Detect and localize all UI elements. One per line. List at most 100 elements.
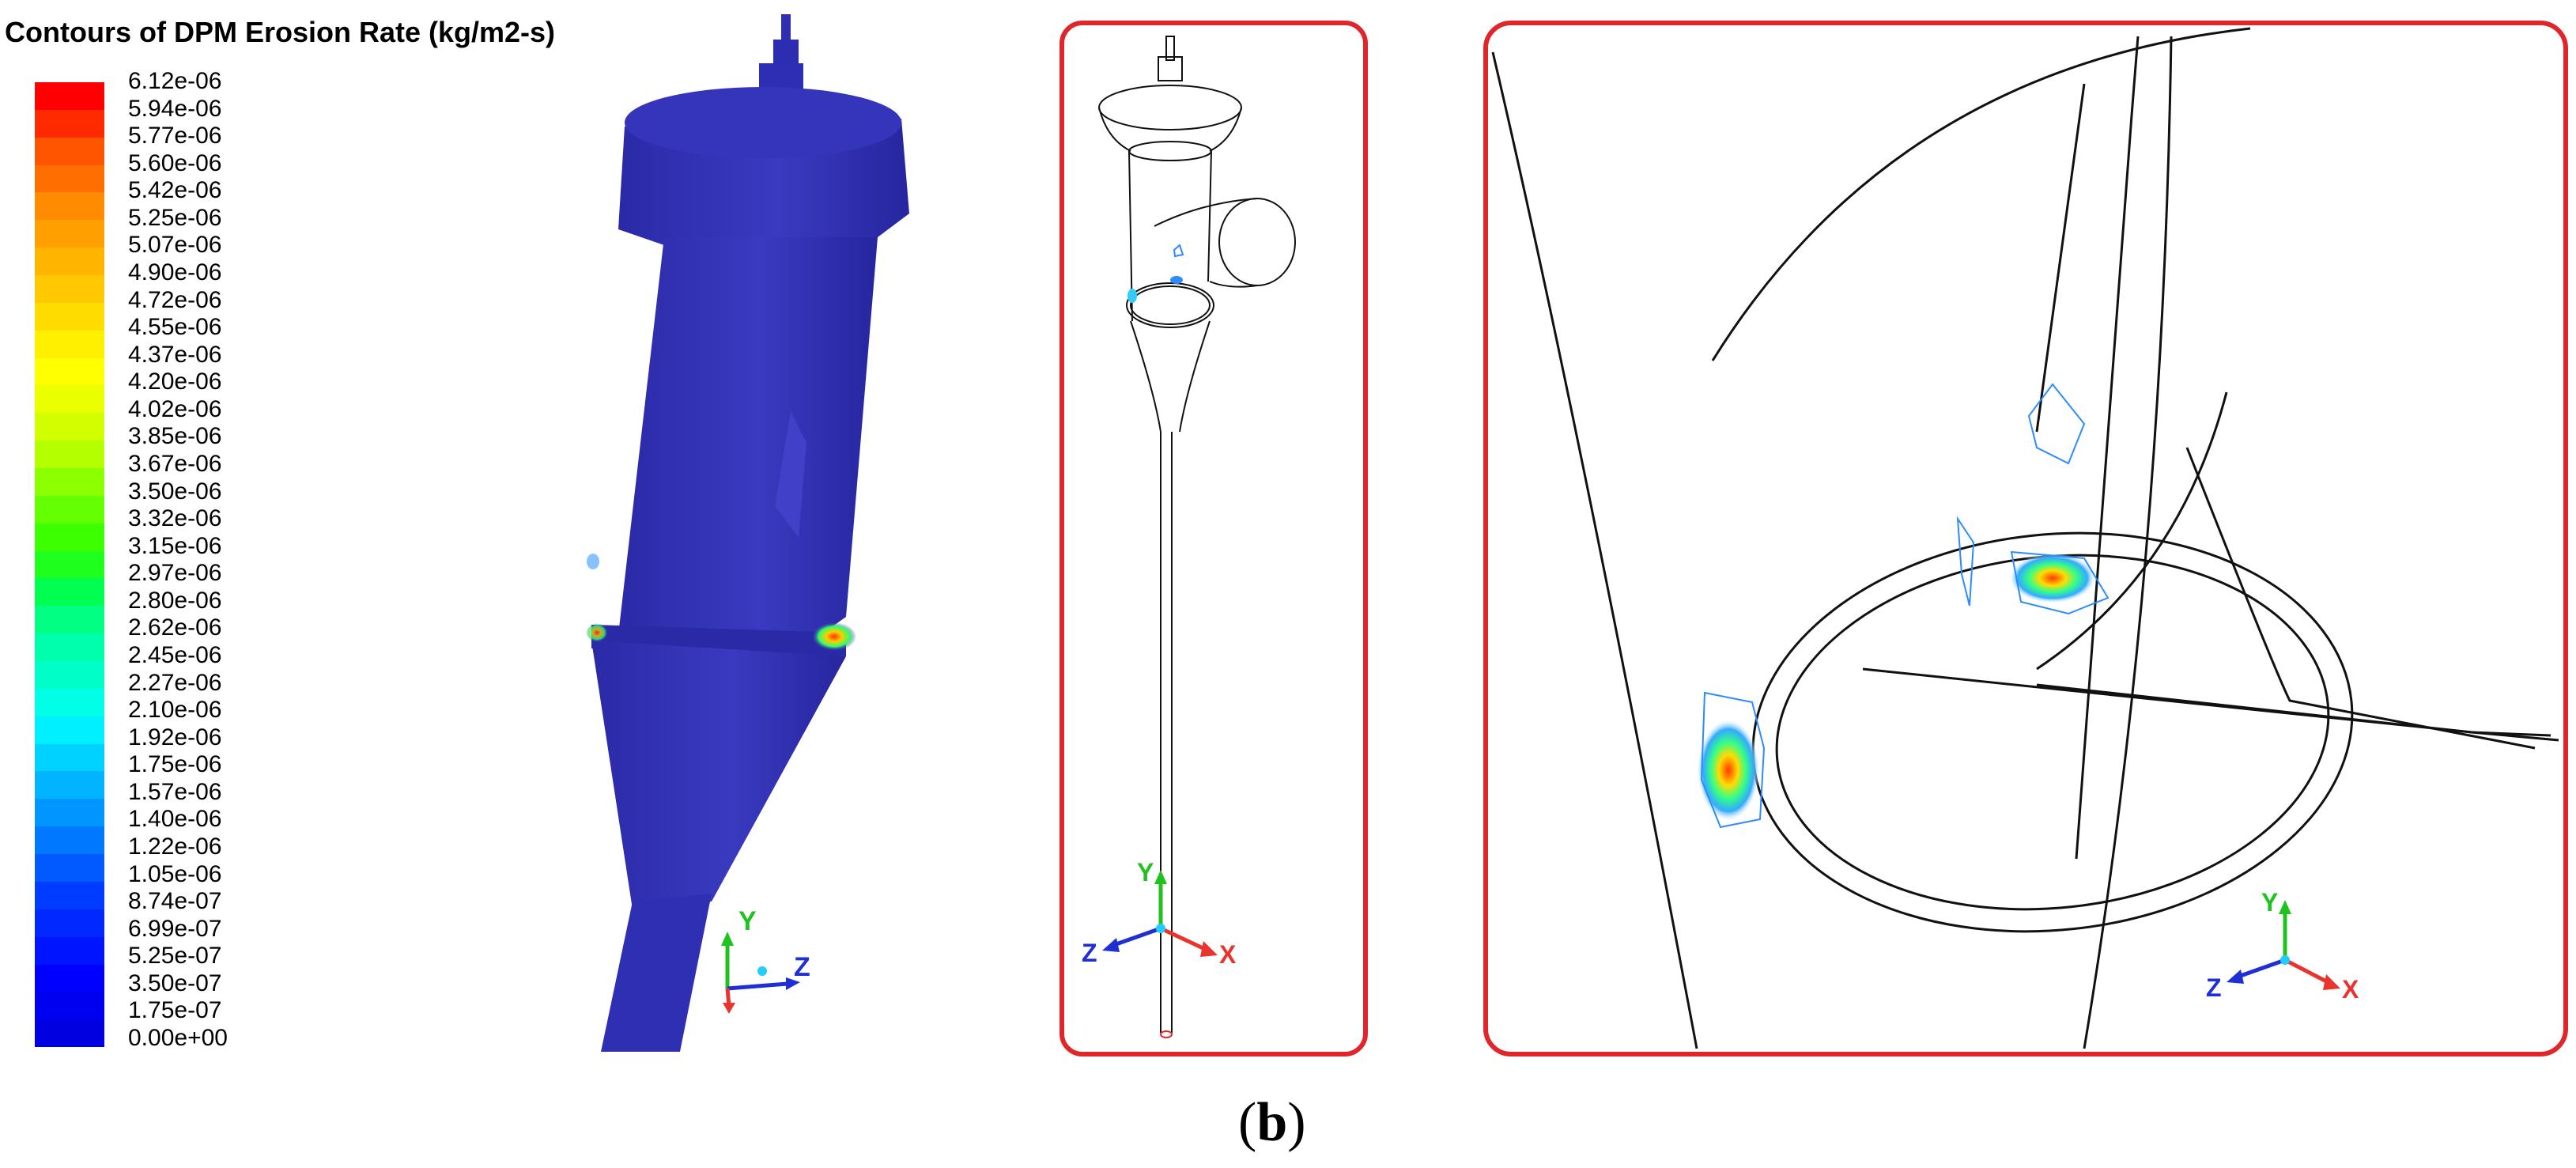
color-scale-label: 2.10e-06 [128,697,222,724]
erosion-marks [1127,244,1184,303]
color-scale-label: 3.67e-06 [128,451,222,477]
color-swatch [35,330,104,358]
color-swatch [35,137,104,165]
color-swatch [35,109,104,138]
color-scale-label: 3.50e-07 [128,970,222,996]
color-swatch [35,357,104,386]
caption-letter: b [1256,1092,1288,1153]
color-scale-label: 3.85e-06 [128,423,222,450]
legend-title: Contours of DPM Erosion Rate (kg/m2-s) [5,16,556,48]
color-swatch [35,220,104,248]
caption-close: ) [1287,1092,1306,1153]
color-scale-label: 5.25e-07 [128,943,222,970]
color-scale-label: 3.50e-06 [128,478,222,505]
color-scale-label: 5.25e-06 [128,204,222,231]
erosion-hotspot [586,623,608,642]
color-swatch [35,964,104,992]
color-swatch [35,743,104,772]
axis-x-label: X [1219,940,1237,969]
erosion-contour-small [1956,383,2086,607]
color-swatch [35,909,104,937]
axis-triad: Y Z [721,906,810,1014]
color-scale-label: 4.02e-06 [128,395,222,422]
color-swatch [35,633,104,662]
color-swatch [35,992,104,1020]
cone-section [591,641,846,909]
color-scale-label: 4.20e-06 [128,369,222,395]
color-swatch [35,826,104,855]
caption-open: ( [1238,1092,1257,1153]
color-swatch [35,799,104,827]
color-scale-label: 3.32e-06 [128,505,222,532]
nozzle-tip [781,14,791,46]
color-swatch [35,468,104,496]
color-scale-label: 5.94e-06 [128,95,222,122]
axis-y-label: Y [2261,888,2278,917]
color-swatch [35,523,104,551]
axis-y-label: Y [738,906,757,936]
color-scale-label: 1.40e-06 [128,806,222,833]
color-scale-label: 5.77e-06 [128,123,222,149]
color-swatch [35,192,104,221]
erosion-hotspot-upper [2009,550,2110,615]
color-scale-label: 6.12e-06 [128,68,222,94]
axis-z-label: Z [1082,939,1097,967]
wireframe-zoom-panel: Y Z X [1483,21,2568,1056]
color-swatch [35,550,104,579]
red-frame [1483,21,2568,1056]
color-swatch [35,248,104,276]
color-swatch [35,1019,104,1048]
erosion-hotspot [812,622,856,651]
color-scale-label: 4.72e-06 [128,286,222,313]
color-scale-label: 2.27e-06 [128,669,222,696]
color-swatch [35,688,104,716]
color-swatch [35,606,104,634]
color-swatch [35,385,104,414]
color-scale-label: 1.92e-06 [128,724,222,750]
color-swatch [35,275,104,303]
axis-x-label: X [2342,975,2359,1004]
color-scale-label: 3.15e-06 [128,532,222,559]
color-scale-label: 2.80e-06 [128,587,222,614]
wireframe-overview-panel: Y Z X [1059,21,1368,1056]
erosion-hotspot-lower [1697,691,1766,829]
color-scale-label: 6.99e-07 [128,915,222,942]
color-scale-label: 2.97e-06 [128,560,222,587]
cylinder-body [617,237,878,656]
color-swatch [35,413,104,441]
axis-triad: Y Z X [2206,888,2359,1004]
color-scale-label: 4.37e-06 [128,341,222,368]
color-swatch [35,82,104,110]
figure-caption: (b) [1238,1091,1306,1155]
color-scale-label: 5.42e-06 [128,177,222,204]
color-scale-label: 1.22e-06 [128,833,222,860]
axis-z-label: Z [2206,973,2222,1002]
color-swatch [35,881,104,909]
color-scale-bar [35,82,104,1048]
color-scale-label: 1.75e-06 [128,751,222,778]
red-frame [1059,21,1368,1056]
underflow-pipe [601,894,712,1052]
color-scale-label: 4.55e-06 [128,314,222,341]
color-scale-label: 8.74e-07 [128,888,222,915]
color-scale-label: 5.07e-06 [128,232,222,259]
color-scale-label: 5.60e-06 [128,149,222,176]
color-scale-label: 1.05e-06 [128,860,222,887]
color-swatch [35,495,104,524]
color-swatch [35,302,104,331]
color-scale-label: 0.00e+00 [128,1025,228,1051]
color-scale-label: 2.62e-06 [128,614,222,641]
color-swatch [35,854,104,882]
color-scale-label: 4.90e-06 [128,259,222,285]
axis-y-label: Y [1137,858,1154,886]
color-swatch [35,771,104,799]
axis-triad: Y Z X [1082,858,1237,969]
color-swatch [35,578,104,607]
color-swatch [35,936,104,965]
color-scale-label: 1.57e-06 [128,778,222,805]
color-swatch [35,440,104,469]
color-swatch [35,716,104,744]
color-scale-label: 1.75e-07 [128,997,222,1024]
axis-z-label: Z [794,952,810,982]
